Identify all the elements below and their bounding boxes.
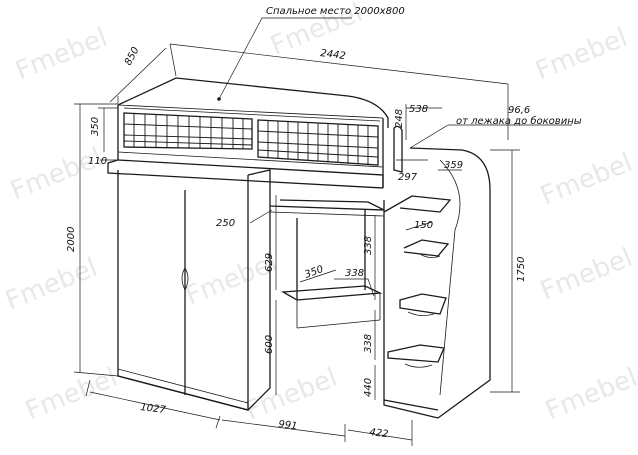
desk-area [269,199,385,329]
watermark: Fmebel [6,143,106,207]
ladder-bottom [383,399,439,411]
watermark: Fmebel [541,363,638,427]
labels: Спальное место 2000х800 850 2442 350 110… [66,6,582,440]
bed-top-edge [117,77,389,128]
bed-base-front [107,159,384,189]
leader-step [405,221,433,231]
label-ladder-top: 359 [444,160,463,171]
label-bottom-step: 440 [363,378,374,397]
bed-rail-top [117,104,384,119]
wardrobe-base [117,375,249,411]
watermark: Fmebel [1,253,101,317]
wardrobe [117,169,271,411]
label-ladder-step: 150 [414,220,433,231]
label-handle-width: 538 [409,104,428,115]
leader-sleeping-place [218,17,352,100]
label-rail-height: 350 [90,117,101,136]
label-height-total: 2000 [66,227,77,252]
dimension-lines [73,17,572,446]
leader-handle [405,104,442,140]
ladder-steps [383,125,491,419]
step-3 [399,293,447,315]
step-4 [387,344,445,363]
label-upper-shelf-height: 629 [264,253,275,272]
wardrobe-handle [181,267,189,291]
label-ladder-note-value: 96,6 [508,105,530,116]
bed-rail-inner [123,107,381,122]
step-1 [383,195,452,213]
step-4-handle [404,363,433,368]
label-bed-base: 110 [88,156,107,167]
dim-line-depth [109,43,177,104]
dim-line-ladder [490,149,520,393]
bed-lattice [123,112,379,166]
dim-line-ladder-width [347,420,413,446]
dim-line-rail [98,107,118,152]
label-desk-shelf: 338 [345,268,364,279]
ladder-handle-post [393,125,403,173]
label-wardrobe-width: 1027 [140,402,167,416]
dim-line-height [73,103,119,377]
dim-line-wardrobe [85,379,221,429]
leader-ladder-note [409,124,572,149]
ladder-right-profile [409,147,491,419]
lattice-left-verticals [133,113,244,149]
upper-shelf-back [279,199,385,211]
label-ladder-height: 1750 [516,257,527,282]
ladder-inner-curve [439,159,461,396]
lattice-right-horizontals [257,130,379,158]
watermark: Fmebel [531,23,631,87]
leader-desk-depth [299,269,337,283]
label-shelf-depth: 250 [216,218,235,229]
bed-base-line [117,151,384,168]
label-handle-offset: 297 [398,172,418,183]
dim-line-width-total [169,43,509,140]
label-handle-height: 248 [394,109,405,128]
label-ladder-width: 422 [369,427,389,440]
bed-frame [107,77,389,189]
watermark: Fmebel [21,363,121,427]
leader-desk-shelf [334,278,375,297]
wardrobe-side [247,169,271,411]
watermark: Fmebel [11,23,111,87]
label-lower-height: 600 [264,335,275,354]
wardrobe-plinth [117,368,249,404]
label-step-lower: 338 [363,334,374,353]
label-ladder-note-text: от лежака до боковины [456,115,582,127]
step-3-handle [407,311,435,316]
upper-shelf-front [269,205,385,211]
lattice-left-horizontals [123,123,253,146]
label-desk-width: 991 [278,419,298,432]
label-desk-depth: 350 [303,264,325,281]
lattice-left-frame [123,112,253,150]
step-2-handle [419,253,441,258]
leader-shelf [249,209,273,224]
label-depth: 850 [123,45,142,67]
ladder-left-edge [383,200,439,419]
watermark-layer: Fmebel Fmebel Fmebel Fmebel Fmebel Fmebe… [1,0,638,426]
watermark: Fmebel [536,243,636,307]
label-width-total: 2442 [320,48,347,62]
label-sleeping-place: Спальное место 2000х800 [266,6,405,17]
dim-line-desk [221,419,346,442]
desk-drawer [296,293,381,329]
watermark: Fmebel [536,148,636,212]
lattice-right-verticals [267,120,369,165]
watermark: Fmebel [241,363,341,427]
step-2 [403,239,450,257]
upper-shelf-under [269,211,385,217]
label-step-upper: 338 [363,236,374,255]
